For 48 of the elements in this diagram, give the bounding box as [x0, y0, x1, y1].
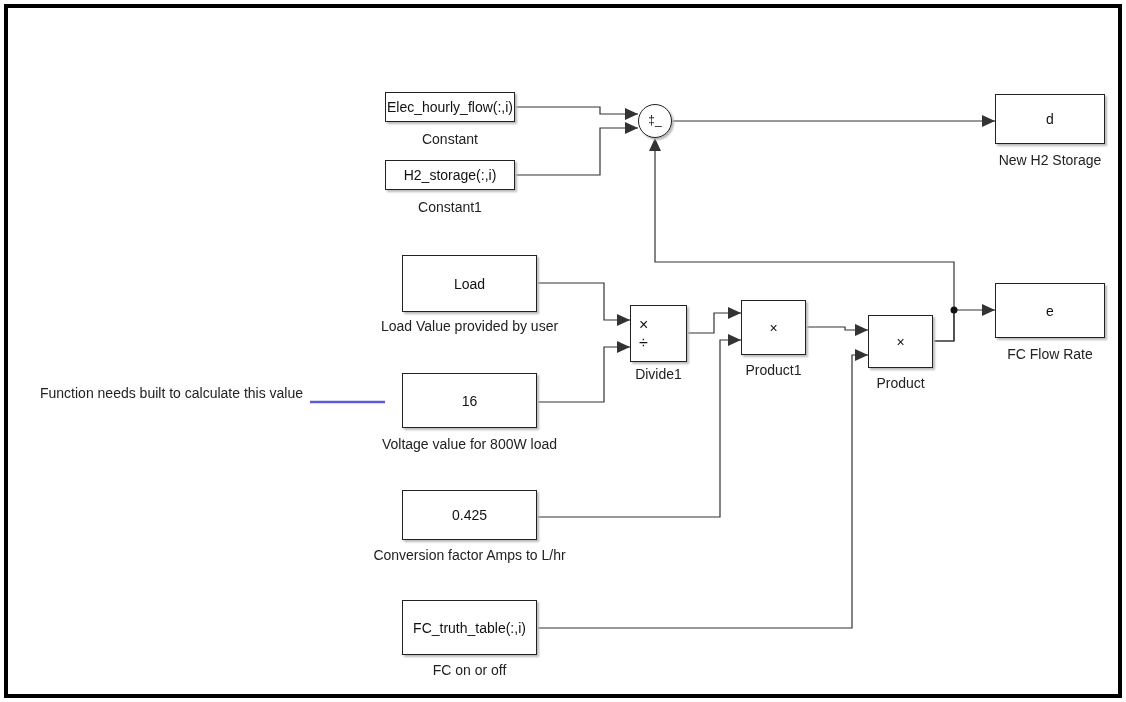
operator-sign: ‡_: [648, 114, 662, 128]
block-value: 16: [461, 392, 478, 409]
block-value: Load: [453, 275, 486, 292]
block-label: Divide1: [635, 366, 682, 382]
block-value: Elec_hourly_flow(:,i): [386, 99, 514, 115]
constant-block: [402, 600, 537, 655]
block-label: Constant1: [418, 199, 482, 215]
signal-arrow: [805, 324, 869, 336]
block-label: Constant: [422, 131, 478, 147]
operator-block: [630, 305, 687, 362]
block-value: FC_truth_table(:,i): [413, 619, 526, 636]
signal-arrow: [536, 349, 869, 629]
signal-arrow: [514, 122, 639, 176]
block-label: Product: [876, 375, 925, 391]
operator-sign: ×: [769, 319, 778, 336]
signal-arrow: [514, 106, 639, 120]
block-label: FC Flow Rate: [1007, 346, 1093, 362]
operator-block: [995, 283, 1105, 338]
operator-block: [995, 94, 1105, 144]
constant-block: [385, 160, 515, 190]
operator-block: [741, 300, 806, 355]
signal-arrow: [671, 115, 996, 127]
leader-line: [310, 400, 385, 404]
constant-block: [402, 490, 537, 540]
sum-block: [638, 104, 672, 138]
constant-block: [402, 373, 537, 428]
operator-sign: e: [1046, 302, 1054, 319]
signal-arrow: [536, 282, 631, 326]
block-label: New H2 Storage: [998, 152, 1102, 168]
block-value: H2_storage(:,i): [403, 167, 497, 183]
operator-sign: ×: [639, 315, 649, 334]
signal-arrow: [932, 304, 996, 342]
operator-sign: ×: [896, 333, 905, 350]
block-label: Load Value provided by user: [380, 318, 559, 334]
operator-sign: d: [1046, 111, 1054, 127]
block-value: 0.425: [451, 507, 487, 523]
signal-arrow: [686, 307, 742, 334]
signal-arrow: [536, 334, 742, 518]
operator-block: [868, 315, 933, 368]
note-text: Function needs built to calculate this value: [40, 384, 310, 424]
operator-sign: ÷: [639, 333, 648, 352]
block-label: Voltage value for 800W load: [381, 436, 558, 452]
block-label: Product1: [745, 362, 802, 378]
block-label: FC on or off: [432, 662, 507, 678]
constant-block: [385, 92, 515, 122]
signal-arrow: [536, 341, 631, 403]
block-label: Conversion factor Amps to L/hr: [373, 547, 566, 563]
constant-block: [402, 255, 537, 312]
